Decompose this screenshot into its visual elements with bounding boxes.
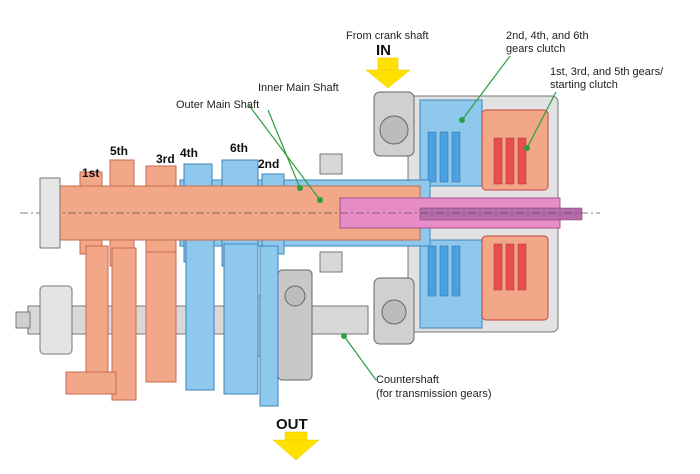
outer-main-shaft-label: Outer Main Shaft <box>176 99 260 111</box>
out-arrow <box>272 431 320 461</box>
even-gears-clutch <box>419 99 483 329</box>
countershaft-label-line2: (for transmission gears) <box>376 388 492 400</box>
gear-6th-label: 6th <box>230 141 248 155</box>
in-arrow <box>365 57 411 89</box>
leader-dots <box>297 117 530 339</box>
out-label: OUT <box>276 416 308 433</box>
crank-shaft-label: From crank shaft <box>346 30 429 42</box>
inner-main-shaft <box>20 153 600 273</box>
gear-3rd-label: 3rd <box>156 152 175 166</box>
odd-clutch-label-line2: starting clutch <box>550 79 618 91</box>
even-clutch-label-line2: gears clutch <box>506 43 566 55</box>
gear-1st-label: 1st <box>82 166 100 180</box>
gear-5th-label: 5th <box>110 144 128 158</box>
leader-lines <box>247 55 557 381</box>
gear-2nd-label: 2nd <box>258 157 280 171</box>
odd-clutch-label-line1: 1st, 3rd, and 5th gears/ <box>550 66 664 78</box>
even-clutch-label-line1: 2nd, 4th, and 6th <box>506 30 589 42</box>
in-label: IN <box>376 42 391 59</box>
odd-gears-clutch <box>481 109 549 321</box>
inner-main-shaft-label: Inner Main Shaft <box>258 82 339 94</box>
gear-4th-label: 4th <box>180 146 198 160</box>
countershaft-label-line1: Countershaft <box>376 374 439 386</box>
